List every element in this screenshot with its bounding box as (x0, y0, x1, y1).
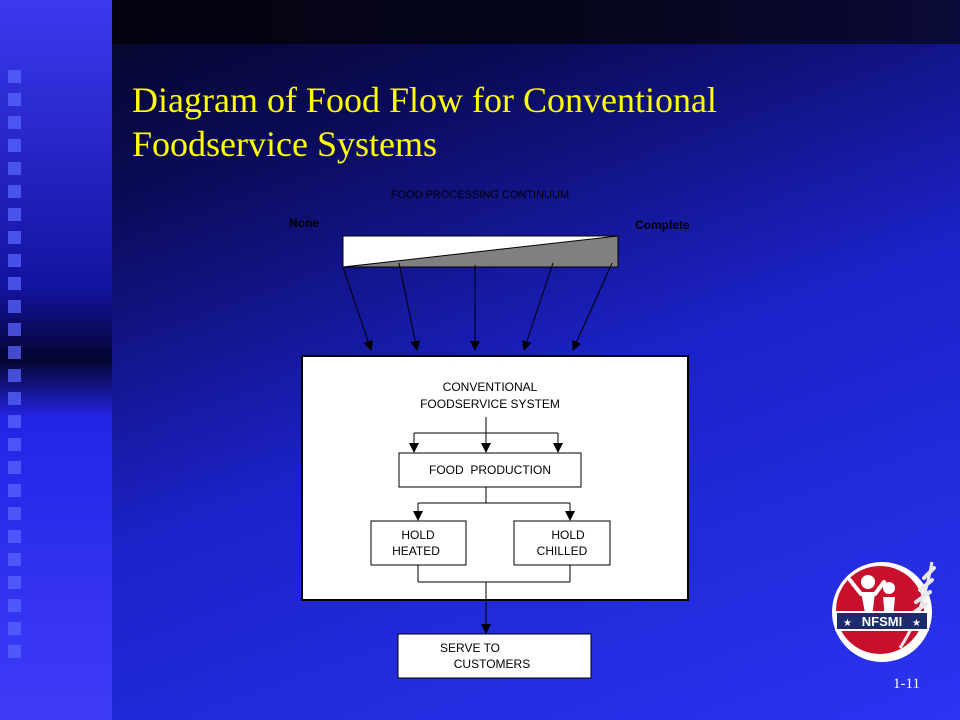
hold-split-arrows (413, 487, 575, 521)
top-band (0, 0, 960, 44)
hold-chilled-line2: CHILLED (537, 544, 588, 558)
production-input-arrows (409, 417, 563, 453)
continuum-heading: FOOD PROCESSING CONTINUUM (391, 189, 569, 201)
continuum-complete-label: Complete (635, 218, 690, 232)
food-production-box (398, 452, 582, 488)
serve-line2: CUSTOMERS (454, 657, 530, 671)
nfsmi-logo-text: NFSMI (862, 614, 902, 629)
continuum-none-label: None (289, 216, 319, 230)
system-title-line2: FOODSERVICE SYSTEM (420, 397, 560, 411)
hold-chilled-box (513, 520, 611, 566)
decorative-squares (8, 70, 26, 668)
serve-to-customers-box (397, 633, 592, 679)
logo-star-left-icon: ★ (843, 618, 852, 629)
slide-number: 1-11 (893, 676, 920, 692)
left-decorative-strip (0, 0, 112, 720)
food-production-label: FOOD PRODUCTION (429, 463, 551, 477)
hold-heated-box (370, 520, 467, 566)
system-title-line1: CONVENTIONAL (443, 380, 538, 394)
continuum-arrows (342, 262, 613, 351)
continuum-bar (342, 235, 619, 268)
serve-merge-arrows (417, 565, 571, 634)
logo-star-right-icon: ★ (912, 618, 921, 629)
hold-heated-line2: HEATED (392, 544, 440, 558)
serve-line1: SERVE TO (440, 641, 500, 655)
slide-title: Diagram of Food Flow for Conventional Fo… (132, 80, 717, 164)
hold-heated-line1: HOLD (401, 528, 435, 542)
nfsmi-logo: NFSMI ★ ★ (832, 561, 936, 662)
hold-chilled-line1: HOLD (551, 528, 585, 542)
